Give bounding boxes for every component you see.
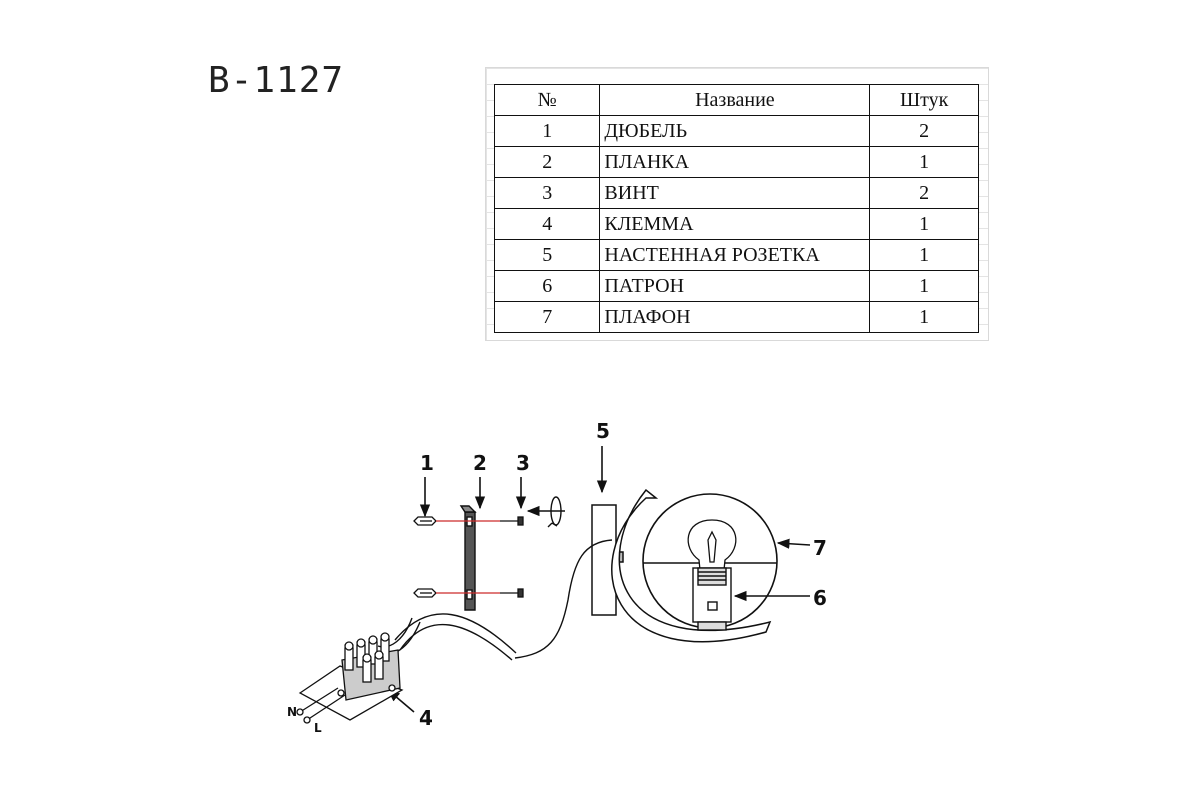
rotate-symbol: [547, 496, 562, 528]
row-name: КЛЕММА: [599, 208, 871, 240]
row-name: ДЮБЕЛЬ: [599, 115, 871, 147]
callout-2: 2: [473, 451, 487, 475]
row-name: ВИНТ: [599, 177, 871, 209]
live-terminal-label: L: [314, 721, 322, 735]
row-name: ПЛАНКА: [599, 146, 871, 178]
row-quantity: 2: [869, 115, 979, 147]
row-number: 1: [493, 115, 601, 147]
supply-wires: [296, 687, 346, 724]
table-row: 7 ПЛАФОН 1: [493, 301, 979, 333]
table-row: 1 ДЮБЕЛЬ 2: [493, 115, 979, 147]
lamp-socket: [692, 567, 732, 631]
row-quantity: 1: [869, 301, 979, 333]
screw-part: [500, 516, 524, 598]
curved-arm: [611, 488, 772, 643]
callout-4: 4: [419, 706, 433, 730]
terminal-block: [298, 632, 404, 721]
row-number: 6: [493, 270, 601, 302]
dowel-part: [413, 516, 437, 598]
table-row: 3 ВИНТ 2: [493, 177, 979, 209]
table-row: 6 ПАТРОН 1: [493, 270, 979, 302]
row-name: НАСТЕННАЯ РОЗЕТКА: [599, 239, 871, 271]
callout-5: 5: [596, 419, 610, 443]
row-number: 2: [493, 146, 601, 178]
callout-7: 7: [813, 536, 827, 560]
row-quantity: 1: [869, 146, 979, 178]
row-name: ПЛАФОН: [599, 301, 871, 333]
light-bulb: [687, 519, 737, 571]
row-name: ПАТРОН: [599, 270, 871, 302]
callout-6: 6: [813, 586, 827, 610]
table-row: 4 КЛЕММА 1: [493, 208, 979, 240]
callout-3: 3: [516, 451, 530, 475]
table-row: 5 НАСТЕННАЯ РОЗЕТКА 1: [493, 239, 979, 271]
row-quantity: 2: [869, 177, 979, 209]
table-row: 2 ПЛАНКА 1: [493, 146, 979, 178]
alignment-lines: [436, 520, 500, 594]
row-quantity: 1: [869, 208, 979, 240]
power-cable: [377, 539, 613, 661]
parts-table: № Название Штук 1 ДЮБЕЛЬ 2 2 ПЛАНКА 1 3 …: [493, 84, 979, 333]
row-number: 4: [493, 208, 601, 240]
row-number: 7: [493, 301, 601, 333]
row-quantity: 1: [869, 239, 979, 271]
header-name: Название: [599, 84, 871, 116]
neutral-terminal-label: N: [287, 705, 297, 719]
row-quantity: 1: [869, 270, 979, 302]
model-code: B-1127: [208, 60, 345, 101]
callout-1: 1: [420, 451, 434, 475]
